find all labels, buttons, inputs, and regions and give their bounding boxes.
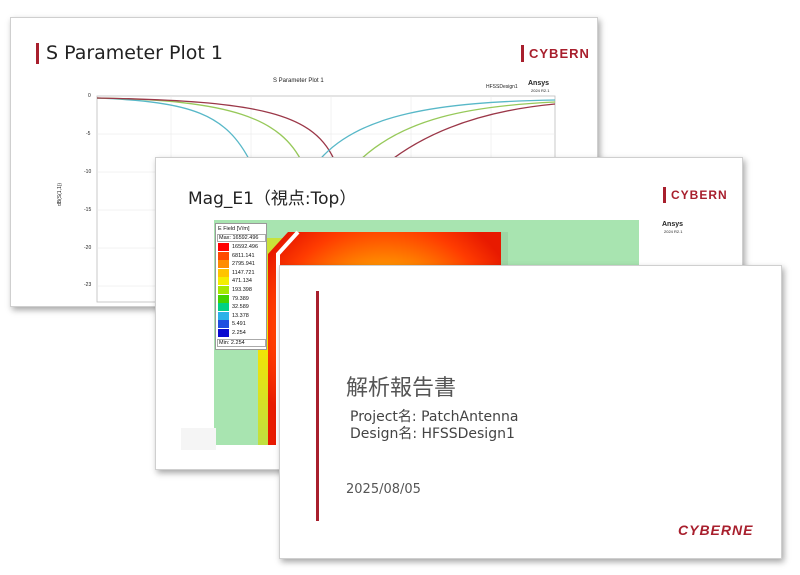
- legend-swatch: [218, 320, 229, 329]
- y-tick: 0: [88, 93, 91, 99]
- title-accent-bar: [36, 43, 39, 64]
- y-tick: -10: [84, 169, 92, 175]
- legend-swatch: [218, 329, 229, 337]
- legend-entry: 2795.941: [218, 260, 255, 269]
- legend-swatch: [218, 243, 229, 251]
- y-tick: -20: [84, 245, 92, 251]
- cybernet-logo: CYBERNE: [678, 522, 754, 538]
- legend-entry: 13.378: [218, 311, 249, 320]
- ansys-version: 2024 R2.1: [664, 229, 683, 234]
- ansys-version: 2024 R2.1: [531, 88, 550, 93]
- legend-swatch: [218, 251, 229, 260]
- y-tick: -23: [84, 282, 92, 288]
- slide-report-cover[interactable]: 解析報告書 Project名: PatchAntenna Design名: HF…: [279, 265, 782, 559]
- legend-value: 193.398: [232, 287, 252, 293]
- cybernet-logo: CYBERN: [521, 45, 590, 62]
- legend-swatch: [218, 303, 229, 312]
- legend-swatch: [218, 260, 229, 269]
- legend-value: 13.378: [232, 312, 249, 319]
- legend-swatch: [218, 294, 229, 303]
- legend-swatch: [218, 277, 229, 286]
- report-title: 解析報告書: [346, 376, 457, 401]
- cybernet-logo: CYBERN: [663, 187, 728, 203]
- ansys-brand: Ansys: [662, 221, 684, 228]
- report-date: 2025/08/05: [346, 482, 421, 497]
- legend-entry: 471.134: [218, 277, 252, 286]
- legend-value: 471.134: [232, 278, 252, 285]
- legend-entry: 2.254: [218, 329, 246, 337]
- legend-value: 1147.721: [232, 269, 255, 276]
- legend-entry: 79.389: [218, 294, 249, 303]
- legend-max: Max: 16592.496: [217, 234, 266, 242]
- legend-entry: 193.398: [218, 286, 252, 294]
- design-name: Design名: HFSSDesign1: [350, 426, 515, 442]
- legend-entry: 6811.141: [218, 251, 255, 260]
- legend-title: E Field [V/m]: [218, 226, 250, 232]
- legend-entry: 16592.496: [218, 243, 258, 251]
- legend-value: 5.491: [232, 321, 246, 328]
- y-tick: -15: [84, 207, 92, 213]
- legend-swatch: [218, 311, 229, 320]
- slide-title: S Parameter Plot 1: [46, 42, 223, 64]
- slide-title: Mag_E1（視点:Top）: [188, 189, 357, 209]
- ansys-brand: Ansys: [528, 80, 550, 87]
- field-legend: E Field [V/m] Max: 16592.496 16592.496 68…: [215, 223, 267, 350]
- legend-value: 2.254: [232, 330, 246, 336]
- legend-value: 16592.496: [232, 244, 258, 250]
- legend-value: 32.589: [232, 304, 249, 311]
- project-name: Project名: PatchAntenna: [350, 409, 519, 425]
- title-accent-bar: [316, 291, 319, 521]
- legend-entry: 5.491: [218, 320, 246, 329]
- plot-title: S Parameter Plot 1: [273, 78, 324, 84]
- legend-value: 79.389: [232, 295, 249, 302]
- design-label: HFSSDesign1: [486, 84, 518, 90]
- legend-entry: 32.589: [218, 303, 249, 312]
- legend-swatch: [218, 268, 229, 277]
- y-axis-label: dB(S(1,1)): [57, 182, 63, 206]
- legend-swatch: [218, 286, 229, 294]
- legend-min: Min: 2.254: [217, 339, 266, 347]
- y-tick: -5: [86, 131, 91, 137]
- legend-value: 2795.941: [232, 261, 255, 268]
- legend-entry: 1147.721: [218, 268, 255, 277]
- legend-value: 6811.141: [232, 252, 255, 259]
